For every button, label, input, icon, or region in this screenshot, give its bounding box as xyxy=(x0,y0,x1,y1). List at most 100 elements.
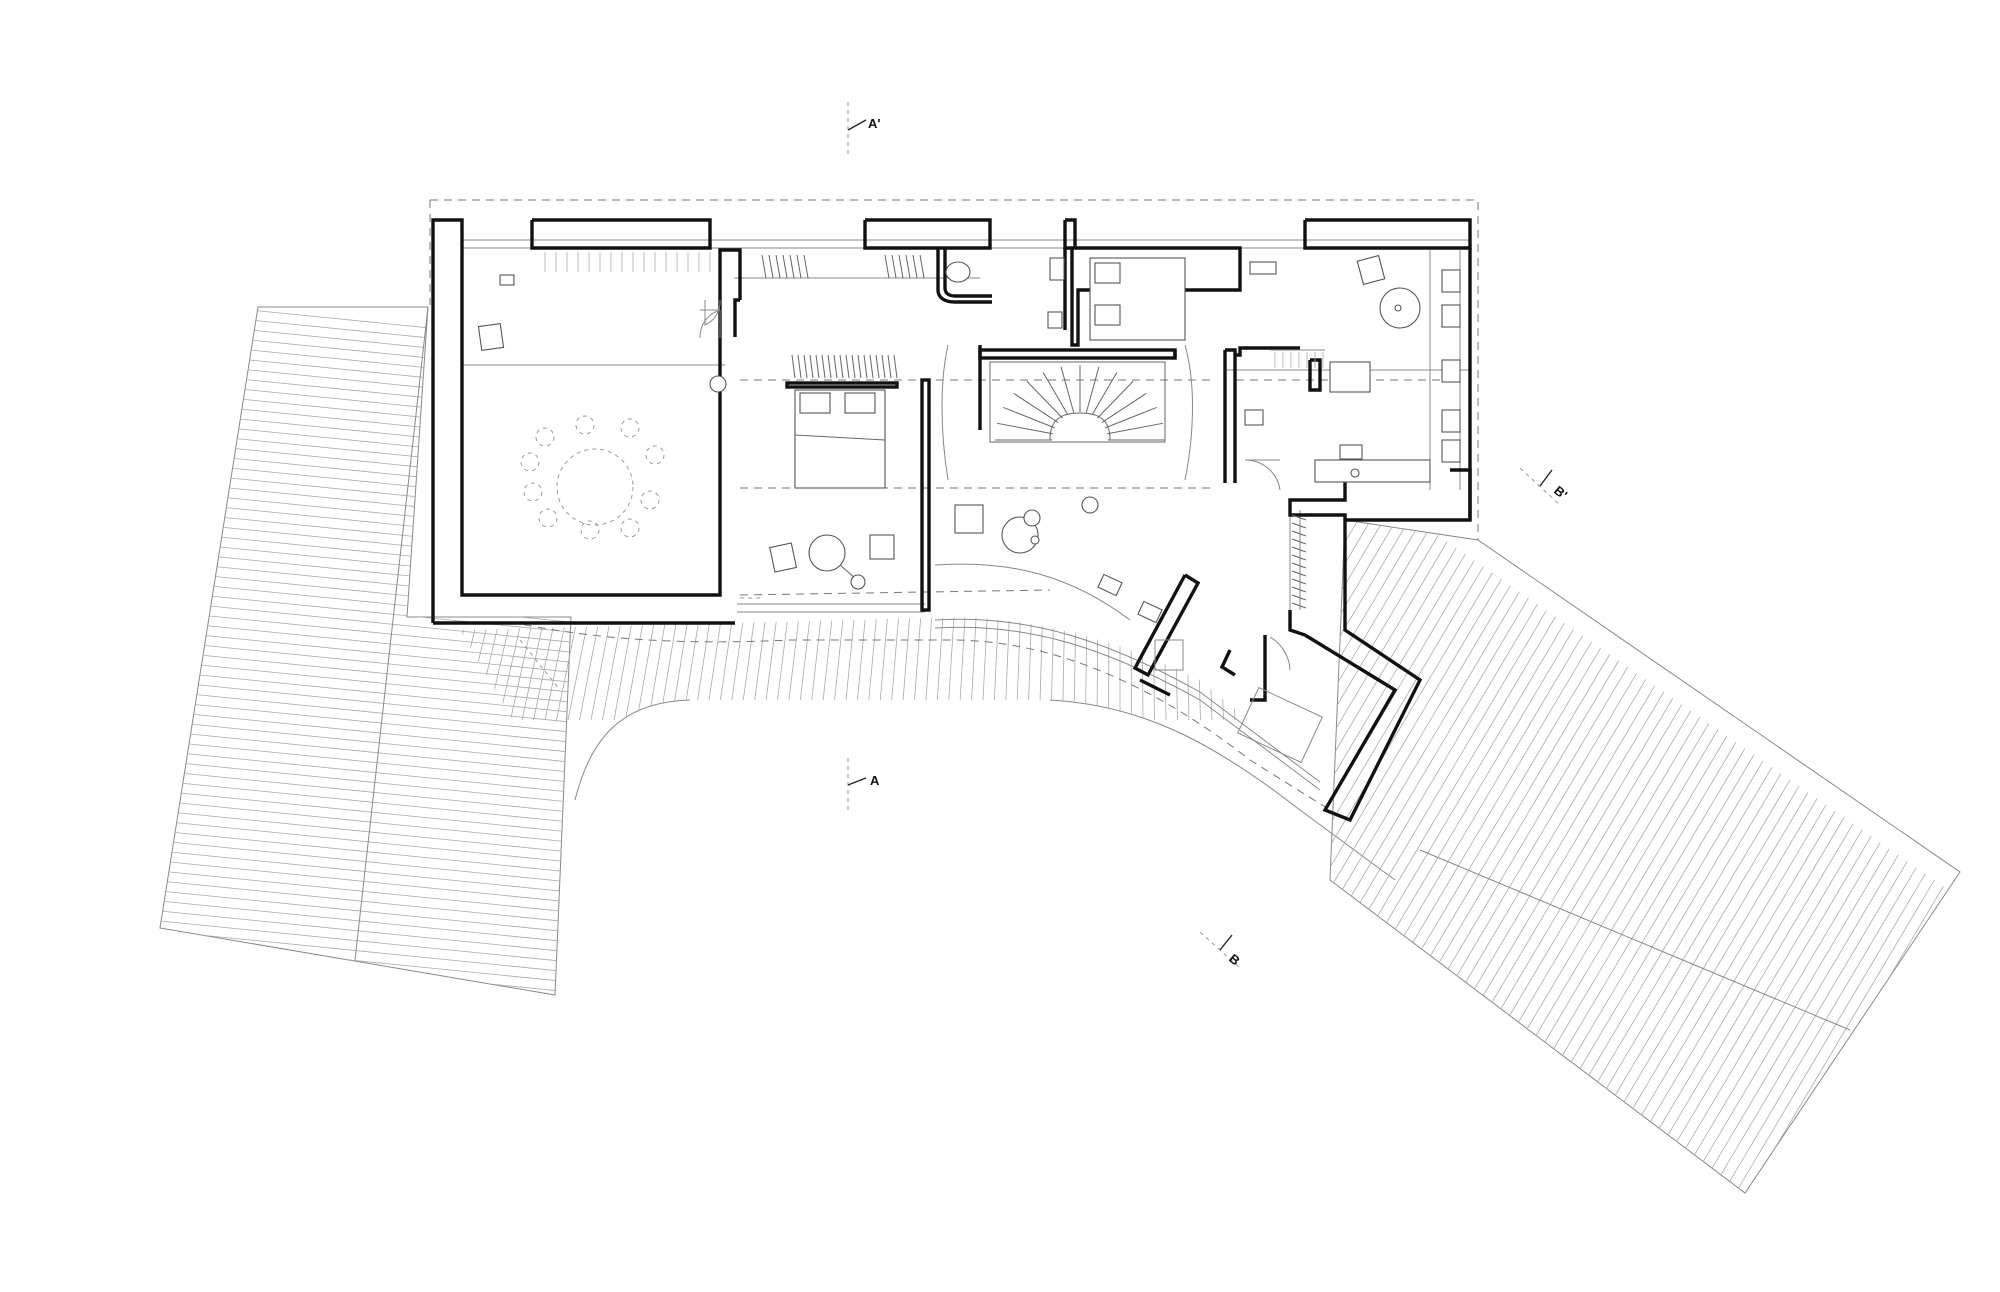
hatch-line xyxy=(671,617,692,721)
column xyxy=(1081,496,1099,514)
hatch-line xyxy=(160,379,571,426)
bathroom-fixtures xyxy=(1244,269,1461,491)
hatch-line xyxy=(791,354,796,379)
hatch-line xyxy=(1407,666,1629,1038)
hatch-line xyxy=(751,617,769,721)
hatch-line xyxy=(1398,660,1619,1031)
hatch-line xyxy=(160,959,571,995)
hatch-line xyxy=(875,354,880,379)
hatch-line xyxy=(1196,617,1201,721)
hatch-line xyxy=(160,519,571,566)
hatch-line xyxy=(1039,617,1044,721)
hatch-line xyxy=(1291,546,1307,553)
hatch-line xyxy=(160,319,571,366)
hatch-line xyxy=(160,989,571,995)
hatch-line xyxy=(919,254,925,279)
hatch-line xyxy=(796,254,802,279)
hatch-line xyxy=(160,729,571,776)
hatch-line xyxy=(1560,773,1782,1144)
hatch-line xyxy=(827,354,832,379)
hatch-line xyxy=(602,617,626,721)
hatch-line xyxy=(160,939,571,986)
hatch-line xyxy=(694,617,714,721)
hatch-line xyxy=(1229,617,1236,721)
hatch-line xyxy=(160,909,571,956)
hatch-line xyxy=(160,389,571,436)
hatch-line xyxy=(1330,522,1421,893)
bed-2 xyxy=(1089,257,1186,341)
hatch-line xyxy=(160,569,571,616)
hatch-line xyxy=(682,617,703,721)
living-seating xyxy=(769,534,895,590)
hatch-line xyxy=(705,617,725,721)
hatch-line xyxy=(160,499,571,546)
hatch-line xyxy=(1330,528,1430,900)
hatch-line xyxy=(821,354,826,379)
hatch-line xyxy=(160,659,571,706)
hatch-line xyxy=(1291,554,1307,561)
hatch-line xyxy=(912,617,923,721)
hatch-line xyxy=(1822,955,1960,1193)
hatch-line xyxy=(160,769,571,816)
hatch-line xyxy=(1330,578,1502,950)
hatch-line xyxy=(1795,936,1960,1193)
hatch-line xyxy=(556,617,582,721)
hatch-line xyxy=(1330,604,1538,975)
hatch-line xyxy=(728,617,747,721)
hatch-line xyxy=(613,617,637,721)
hatch-line xyxy=(160,809,571,856)
hatch-line xyxy=(1380,647,1601,1019)
hatch-line xyxy=(1569,779,1791,1150)
hatch-line xyxy=(901,617,912,721)
hatch-line xyxy=(993,617,1000,721)
hatch-line xyxy=(1330,535,1439,906)
hatch-line xyxy=(160,439,571,486)
hatch-line xyxy=(1105,406,1157,429)
hatch-line xyxy=(160,709,571,756)
walls xyxy=(431,218,1472,823)
hatch-line xyxy=(1777,923,1960,1193)
hatch-line xyxy=(1185,617,1190,721)
hatch-line xyxy=(869,354,874,379)
hatch-line xyxy=(160,649,571,696)
desk-lamp xyxy=(499,274,515,286)
hatch-line xyxy=(160,749,571,796)
hatch-line xyxy=(1026,381,1063,419)
hatch-line xyxy=(160,399,571,446)
hatch-line xyxy=(898,254,904,279)
section-marker-a: A xyxy=(847,758,880,810)
hatch-line xyxy=(1291,570,1307,577)
hatch-line xyxy=(1330,520,1385,868)
hatch-line xyxy=(1013,392,1059,423)
hatch-line xyxy=(1578,785,1800,1157)
hatch-line xyxy=(160,639,571,686)
hatch-line xyxy=(160,349,571,396)
hatch-line xyxy=(1060,366,1075,413)
hatch-line xyxy=(782,254,788,279)
hatch-line xyxy=(160,359,571,406)
hatch-line xyxy=(1317,617,1328,721)
hatch-line xyxy=(1416,672,1638,1044)
hatch-line xyxy=(803,354,808,379)
hatch-line xyxy=(1506,735,1728,1107)
desk-lamp xyxy=(1249,261,1277,275)
hatch-line xyxy=(160,609,571,656)
hatch-line xyxy=(160,779,571,826)
hatch-line xyxy=(1479,716,1701,1088)
hatch-line xyxy=(1596,798,1818,1169)
left-roof-hatch xyxy=(159,306,572,996)
hatch-line xyxy=(1524,748,1746,1119)
hatch-line xyxy=(160,919,571,966)
hatch-line xyxy=(160,559,571,606)
hatch-line xyxy=(160,619,571,666)
hatch-line xyxy=(1330,520,1403,881)
hatch-line xyxy=(160,829,571,876)
hatch-line xyxy=(797,617,813,721)
hatch-line xyxy=(935,617,945,721)
hatch-line xyxy=(768,254,774,279)
hatch-line xyxy=(1515,741,1737,1113)
hatch-line xyxy=(774,617,791,721)
hatch-line xyxy=(475,617,505,721)
hatch-line xyxy=(160,879,571,926)
hatch-line xyxy=(160,429,571,476)
